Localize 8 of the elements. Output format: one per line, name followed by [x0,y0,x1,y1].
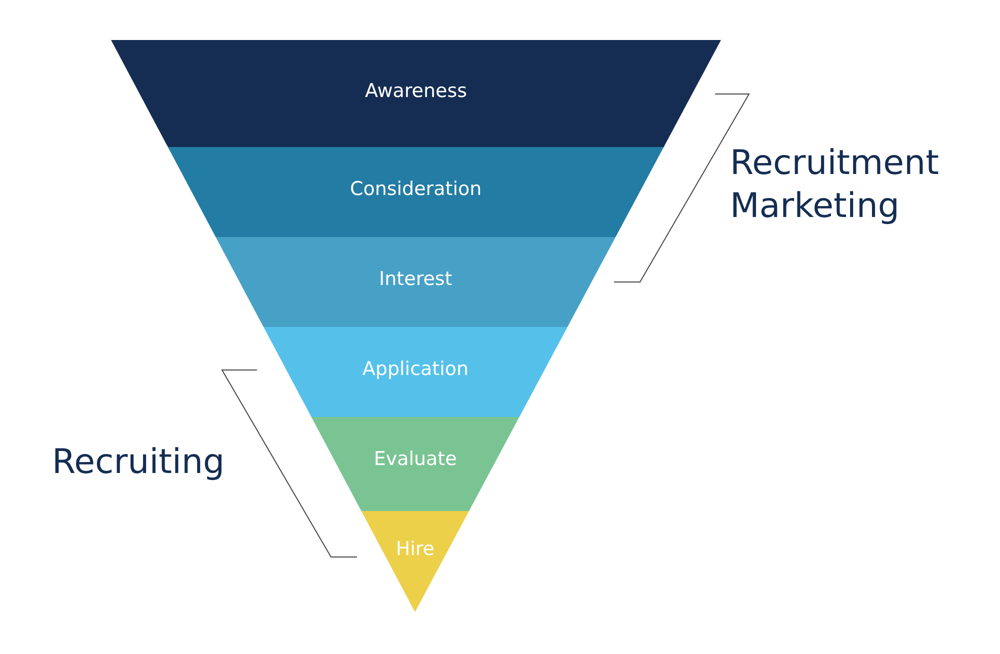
stage-label: Application [361,358,470,380]
group-label: Recruiting [52,441,226,484]
stage-label: Interest [378,268,454,290]
stage-label: Hire [394,538,436,560]
stage-label: Awareness [364,80,468,102]
stage-label: Consideration [348,178,483,200]
stage-label: Evaluate [372,448,458,470]
group-label: Recruitment Marketing [730,142,940,227]
